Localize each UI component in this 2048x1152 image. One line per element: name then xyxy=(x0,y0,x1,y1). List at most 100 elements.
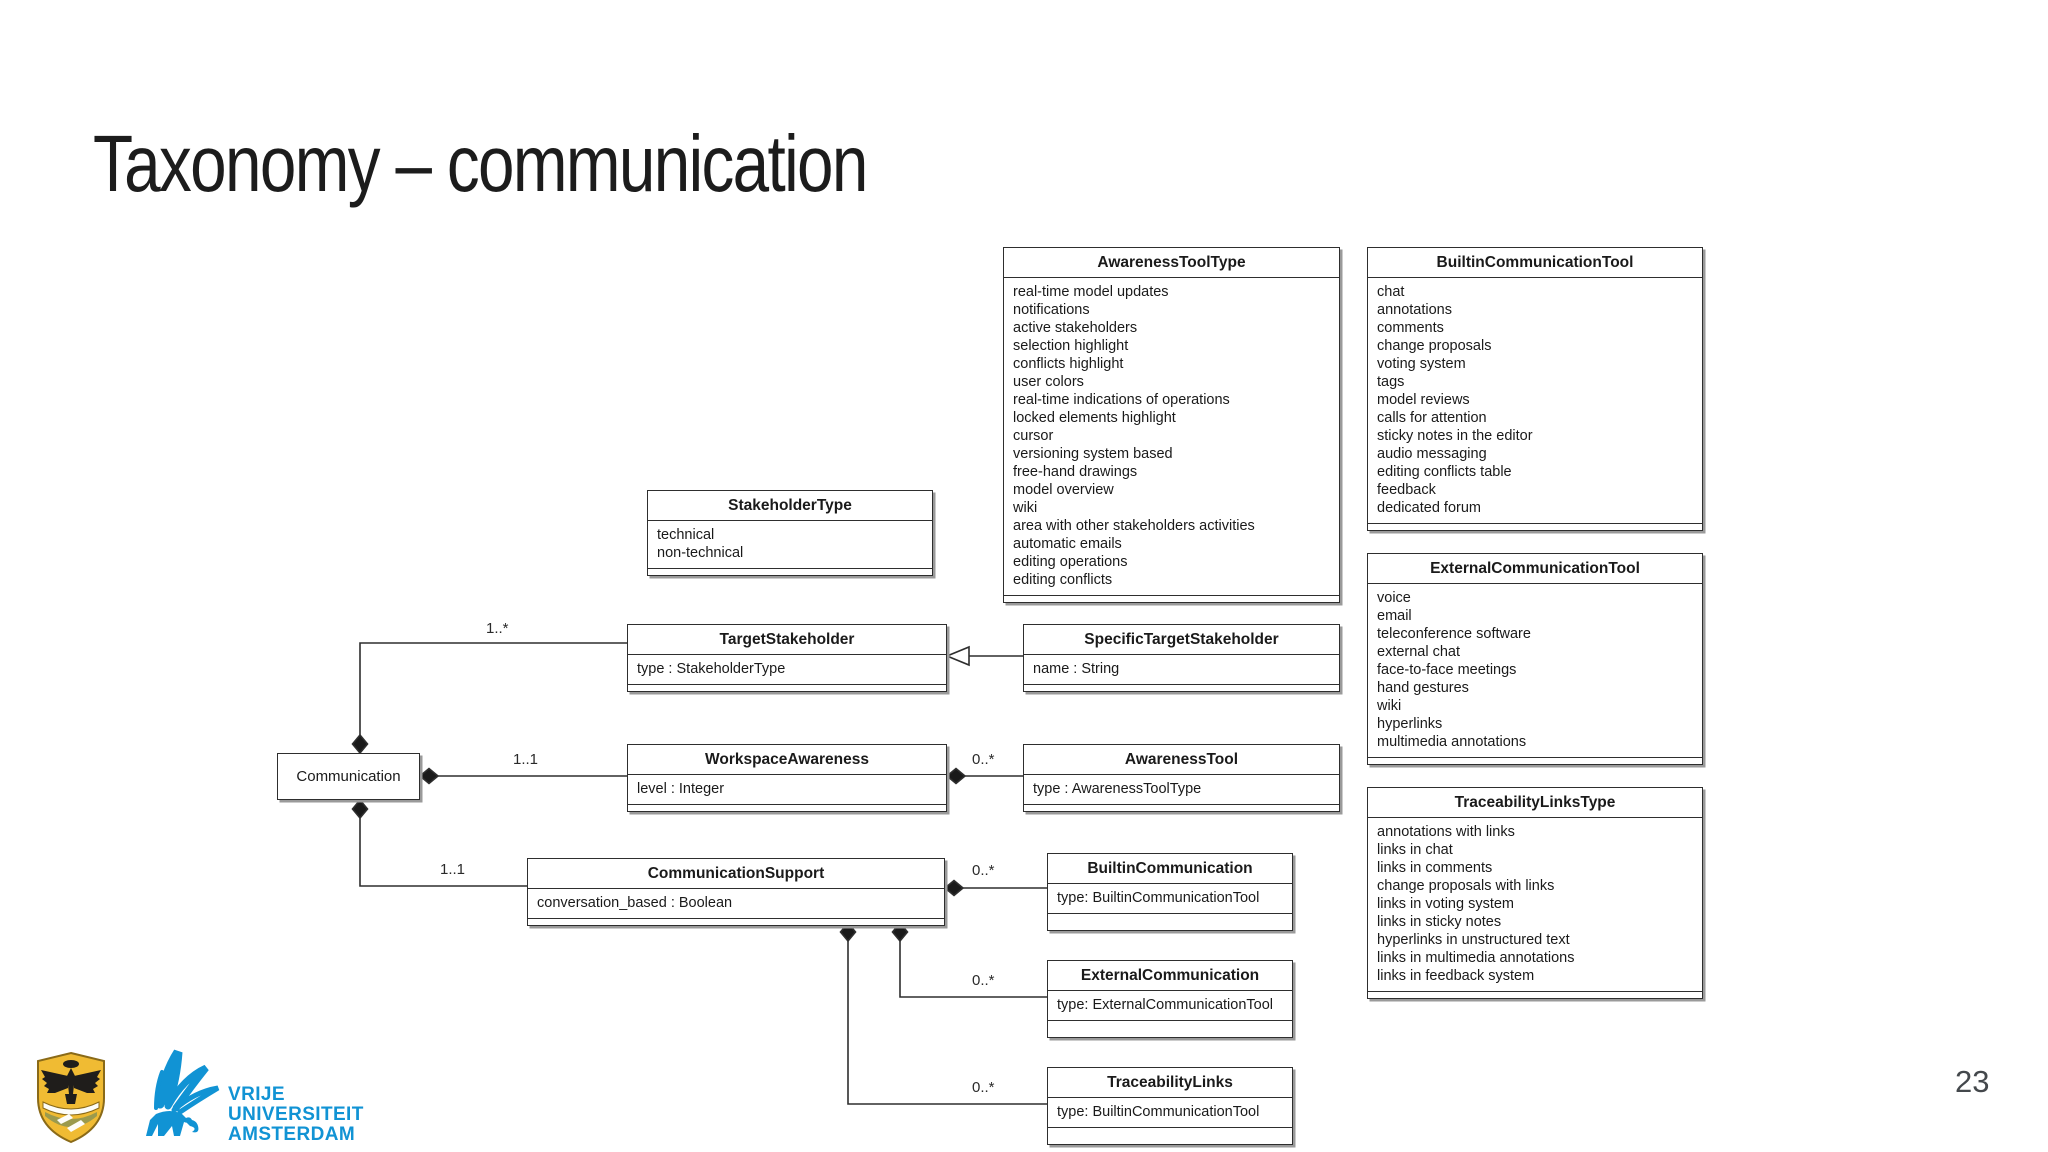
attribute-line: model reviews xyxy=(1377,392,1470,408)
multiplicity-label-externalcommunication: 0..* xyxy=(972,972,995,989)
class-title: CommunicationSupport xyxy=(528,859,944,889)
class-footer-compartment xyxy=(628,804,946,811)
attribute-line: editing conflicts table xyxy=(1377,464,1512,480)
class-footer-compartment xyxy=(1004,595,1339,602)
multiplicity-label-builtincommunication: 0..* xyxy=(972,862,995,879)
class-footer-compartment xyxy=(1048,913,1292,930)
attribute-line: change proposals xyxy=(1377,338,1492,354)
attribute-line: chat xyxy=(1377,284,1405,300)
class-footer-compartment xyxy=(1048,1020,1292,1037)
class-attributes: type: BuiltinCommunicationTool xyxy=(1048,1098,1292,1127)
university-line: AMSTERDAM xyxy=(228,1124,356,1145)
class-traceabilitylinks: TraceabilityLinks type: BuiltinCommunica… xyxy=(1047,1067,1293,1145)
class-footer-compartment xyxy=(648,568,932,575)
attribute-line: multimedia annotations xyxy=(1377,734,1527,750)
class-attributes: name : String xyxy=(1024,655,1339,684)
attribute-line: feedback xyxy=(1377,482,1436,498)
class-footer-compartment xyxy=(1024,804,1339,811)
connector-communicationsupport-traceabilitylinks xyxy=(839,921,1047,1105)
class-attributes: type : StakeholderType xyxy=(628,655,946,684)
class-footer-compartment xyxy=(1368,991,1702,998)
attribute-line: hyperlinks xyxy=(1377,716,1443,732)
attribute-line: locked elements highlight xyxy=(1013,410,1176,426)
class-footer-compartment xyxy=(528,918,944,925)
aggregation-diamond-icon xyxy=(351,798,369,820)
university-line: VRIJE xyxy=(228,1084,285,1105)
class-title: ExternalCommunicationTool xyxy=(1368,554,1702,584)
attribute-line: change proposals with links xyxy=(1377,878,1555,894)
attribute-line: automatic emails xyxy=(1013,536,1122,552)
class-externalcommunication: ExternalCommunication type: ExternalComm… xyxy=(1047,960,1293,1038)
attribute-line: technical xyxy=(657,527,715,543)
university-wordmark: VRIJE UNIVERSITEIT AMSTERDAM xyxy=(228,1085,364,1145)
class-footer-compartment xyxy=(1024,684,1339,691)
class-title: WorkspaceAwareness xyxy=(628,745,946,775)
attribute-line: real-time indications of operations xyxy=(1013,392,1230,408)
class-attributes: level : Integer xyxy=(628,775,946,804)
attribute-line: voting system xyxy=(1377,356,1466,372)
attribute-line: conflicts highlight xyxy=(1013,356,1124,372)
aggregation-diamond-icon xyxy=(945,767,967,785)
university-line: UNIVERSITEIT xyxy=(228,1104,364,1125)
class-attributes: type: BuiltinCommunicationTool xyxy=(1048,884,1292,913)
class-traceabilitylinkstype: TraceabilityLinksType annotations with l… xyxy=(1367,787,1703,999)
attribute-line: audio messaging xyxy=(1377,446,1487,462)
attribute-line: links in voting system xyxy=(1377,896,1514,912)
class-title: BuiltinCommunication xyxy=(1048,854,1292,884)
class-footer-compartment xyxy=(1048,1127,1292,1144)
page-number: 23 xyxy=(1955,1064,1990,1099)
attribute-line: external chat xyxy=(1377,644,1461,660)
attribute-line: wiki xyxy=(1013,500,1038,516)
class-title: ExternalCommunication xyxy=(1048,961,1292,991)
attribute-line: links in multimedia annotations xyxy=(1377,950,1575,966)
attribute-line: versioning system based xyxy=(1013,446,1173,462)
class-attributes: type: ExternalCommunicationTool xyxy=(1048,991,1292,1020)
class-awarenesstool: AwarenessTool type : AwarenessToolType xyxy=(1023,744,1340,812)
class-attributes: type : AwarenessToolType xyxy=(1024,775,1339,804)
attribute-line: sticky notes in the editor xyxy=(1377,428,1533,444)
attribute-line: email xyxy=(1377,608,1412,624)
aggregation-diamond-icon xyxy=(943,879,965,897)
connector-inheritance-specifictargetstakeholder xyxy=(944,645,1023,667)
connector-communicationsupport-builtincommunication xyxy=(943,879,1047,897)
class-builtincommunication: BuiltinCommunication type: BuiltinCommun… xyxy=(1047,853,1293,931)
class-communicationsupport: CommunicationSupport conversation_based … xyxy=(527,858,945,926)
attribute-line: conversation_based : Boolean xyxy=(537,895,733,911)
attribute-line: links in chat xyxy=(1377,842,1453,858)
attribute-line: teleconference software xyxy=(1377,626,1531,642)
attribute-line: wiki xyxy=(1377,698,1402,714)
connector-workspaceawareness-awarenesstool xyxy=(945,767,1023,785)
multiplicity-label-traceabilitylinks: 0..* xyxy=(972,1079,995,1096)
attribute-line: type: BuiltinCommunicationTool xyxy=(1057,1104,1260,1120)
attribute-line: notifications xyxy=(1013,302,1090,318)
class-footer-compartment xyxy=(628,684,946,691)
class-title: SpecificTargetStakeholder xyxy=(1024,625,1339,655)
multiplicity-label-workspaceawareness: 1..1 xyxy=(513,751,539,768)
attribute-line: voice xyxy=(1377,590,1411,606)
attribute-line: area with other stakeholders activities xyxy=(1013,518,1255,534)
attribute-line: editing operations xyxy=(1013,554,1128,570)
aggregation-diamond-icon xyxy=(418,767,440,785)
attribute-line: type : AwarenessToolType xyxy=(1033,781,1202,797)
attribute-line: links in feedback system xyxy=(1377,968,1535,984)
attribute-line: level : Integer xyxy=(637,781,725,797)
class-title: TraceabilityLinks xyxy=(1048,1068,1292,1098)
class-title: Communication xyxy=(296,768,401,785)
attribute-line: selection highlight xyxy=(1013,338,1129,354)
aquila-crest-logo xyxy=(37,1051,105,1144)
attribute-line: user colors xyxy=(1013,374,1084,390)
attribute-line: annotations with links xyxy=(1377,824,1515,840)
class-attributes: annotations with links links in chat links… xyxy=(1368,818,1702,991)
attribute-line: type: ExternalCommunicationTool xyxy=(1057,997,1273,1013)
attribute-line: tags xyxy=(1377,374,1405,390)
connector-communication-targetstakeholder xyxy=(351,642,627,755)
connector-communication-workspaceawareness xyxy=(418,767,627,785)
attribute-line: free-hand drawings xyxy=(1013,464,1138,480)
attribute-line: type : StakeholderType xyxy=(637,661,786,677)
attribute-line: real-time model updates xyxy=(1013,284,1169,300)
attribute-line: cursor xyxy=(1013,428,1054,444)
